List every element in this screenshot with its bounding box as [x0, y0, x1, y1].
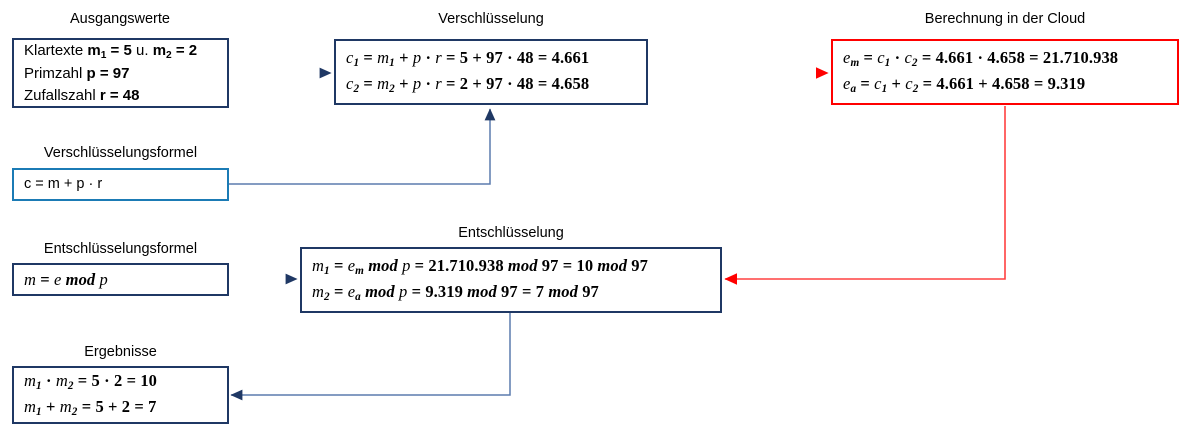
caption-ausgangswerte: Ausgangswerte: [70, 11, 170, 27]
ergebnisse-line-2: m1 + m2 = 5 + 2 = 7: [24, 397, 157, 419]
box-verschluesselungsformel[interactable]: c = m + p · r: [12, 168, 229, 201]
connector-cloud-to-entschluesselung: [724, 106, 1006, 285]
connector-entschluesselung-to-ergebnisse: [230, 313, 511, 401]
ausgangswerte-line-2: Primzahl p = 97: [24, 65, 130, 83]
caption-verschluesselungsformel: Verschlüsselungsformel: [43, 145, 198, 161]
caption-entschluesselungsformel: Entschlüsselungsformel: [43, 241, 198, 257]
entschluesselung-line-1: m1 = em mod p = 21.710.938 mod 97 = 10 m…: [312, 255, 648, 278]
caption-verschluesselung: Verschlüsselung: [438, 11, 544, 27]
caption-ergebnisse: Ergebnisse: [84, 344, 157, 360]
box-entschluesselung[interactable]: m1 = em mod p = 21.710.938 mod 97 = 10 m…: [300, 247, 722, 313]
ausgangswerte-line-3: Zufallszahl r = 48: [24, 86, 140, 104]
box-entschluesselungsformel[interactable]: m = e mod p: [12, 263, 229, 296]
connector-verschluesselungsformel-to-verschluesselung: [229, 108, 496, 185]
cloud-line-1: em = c1 · c2 = 4.661 · 4.658 = 21.710.93…: [843, 47, 1119, 70]
entschluesselungsformel-line-1: m = e mod p: [24, 269, 108, 289]
box-cloud[interactable]: em = c1 · c2 = 4.661 · 4.658 = 21.710.93…: [831, 39, 1179, 105]
caption-entschluesselung: Entschlüsselung: [458, 225, 564, 241]
verschluesselung-line-2: c2 = m2 + p · r = 2 + 97 · 48 = 4.658: [346, 74, 590, 96]
ausgangswerte-line-1: Klartexte m1 = 5 u. m2 = 2: [24, 42, 198, 61]
box-ausgangswerte[interactable]: Klartexte m1 = 5 u. m2 = 2 Primzahl p = …: [12, 38, 229, 108]
entschluesselung-line-2: m2 = ea mod p = 9.319 mod 97 = 7 mod 97: [312, 282, 599, 304]
ergebnisse-line-1: m1 · m2 = 5 · 2 = 10: [24, 370, 158, 393]
cloud-line-2: ea = c1 + c2 = 4.661 + 4.658 = 9.319: [843, 74, 1086, 96]
verschluesselung-line-1: c1 = m1 + p · r = 5 + 97 · 48 = 4.661: [346, 47, 590, 70]
box-verschluesselung[interactable]: c1 = m1 + p · r = 5 + 97 · 48 = 4.661 c2…: [334, 39, 648, 105]
caption-cloud: Berechnung in der Cloud: [924, 11, 1086, 27]
box-ergebnisse[interactable]: m1 · m2 = 5 · 2 = 10 m1 + m2 = 5 + 2 = 7: [12, 366, 229, 424]
verschluesselungsformel-line-1: c = m + p · r: [24, 176, 103, 193]
